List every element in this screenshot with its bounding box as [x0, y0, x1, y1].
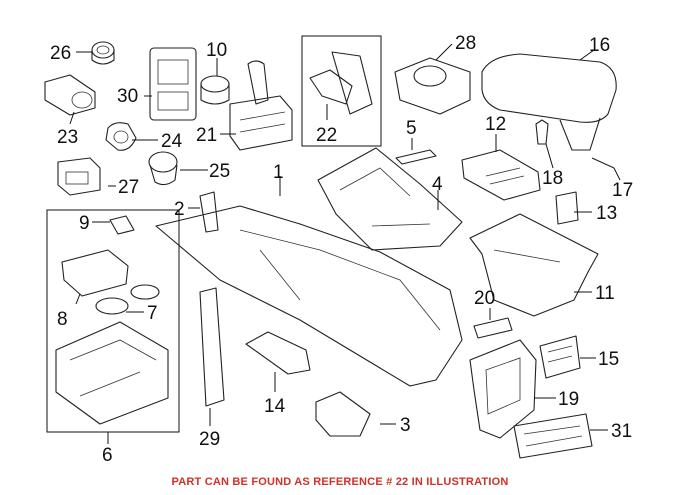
- callout-8: 8: [57, 309, 68, 330]
- callout-20: 20: [474, 288, 495, 309]
- part-24: [105, 122, 137, 151]
- part-16: [481, 53, 617, 151]
- part-22: [309, 51, 373, 115]
- callout-31: 31: [611, 421, 632, 442]
- part-7: [95, 284, 160, 315]
- part-1: [155, 205, 463, 387]
- part-13: [555, 191, 579, 225]
- callout-7: 7: [147, 303, 158, 324]
- group-box-6: [46, 209, 180, 433]
- footer-note: PART CAN BE FOUND AS REFERENCE # 22 IN I…: [171, 476, 509, 488]
- callout-1: 1: [273, 162, 284, 183]
- part-27: [57, 157, 101, 196]
- part-4: [317, 147, 463, 251]
- callout-13: 13: [596, 203, 617, 224]
- part-15: [539, 335, 581, 379]
- part-3: [315, 391, 371, 437]
- part-26: [91, 41, 115, 65]
- part-31: [513, 413, 593, 459]
- callout-27: 27: [118, 177, 139, 198]
- part-10: [200, 75, 230, 105]
- part-29: [199, 287, 225, 407]
- part-17: [591, 157, 615, 169]
- callout-15: 15: [598, 349, 619, 370]
- part-14: [245, 331, 311, 375]
- part-12: [461, 149, 541, 201]
- part-9: [109, 215, 135, 235]
- callout-22: 22: [316, 125, 337, 146]
- callout-3: 3: [400, 415, 411, 436]
- callout-5: 5: [406, 118, 417, 139]
- part-28: [394, 57, 471, 115]
- part-8: [61, 249, 129, 297]
- callout-29: 29: [199, 429, 220, 450]
- callout-28: 28: [455, 33, 476, 54]
- callout-21: 21: [196, 125, 217, 146]
- callout-16: 16: [589, 35, 610, 56]
- callout-12: 12: [485, 114, 506, 135]
- callout-10: 10: [206, 40, 227, 61]
- callout-24: 24: [161, 131, 183, 152]
- part-20: [473, 317, 513, 339]
- callout-6: 6: [102, 445, 113, 466]
- callout-11: 11: [595, 283, 615, 304]
- callout-9: 9: [79, 213, 90, 234]
- callout-17: 17: [612, 180, 633, 201]
- leader-lines: [69, 43, 621, 444]
- callout-14: 14: [264, 396, 286, 417]
- callout-19: 19: [558, 389, 579, 410]
- part-11: [469, 213, 599, 317]
- callout-2: 2: [174, 199, 185, 220]
- part-30: [149, 47, 197, 121]
- part-25: [148, 151, 178, 186]
- part-23: [44, 74, 96, 116]
- part-6: [55, 321, 169, 425]
- callout-23: 23: [57, 127, 78, 148]
- part-21: [229, 60, 293, 151]
- part-2: [199, 191, 219, 233]
- callout-4: 4: [432, 174, 443, 195]
- callout-30: 30: [117, 86, 138, 107]
- callout-25: 25: [209, 161, 230, 182]
- callout-26: 26: [50, 43, 71, 64]
- callout-18: 18: [542, 168, 563, 189]
- part-19: [469, 339, 537, 439]
- part-5: [395, 149, 437, 165]
- group-box-22: [301, 35, 382, 147]
- part-18: [535, 119, 549, 145]
